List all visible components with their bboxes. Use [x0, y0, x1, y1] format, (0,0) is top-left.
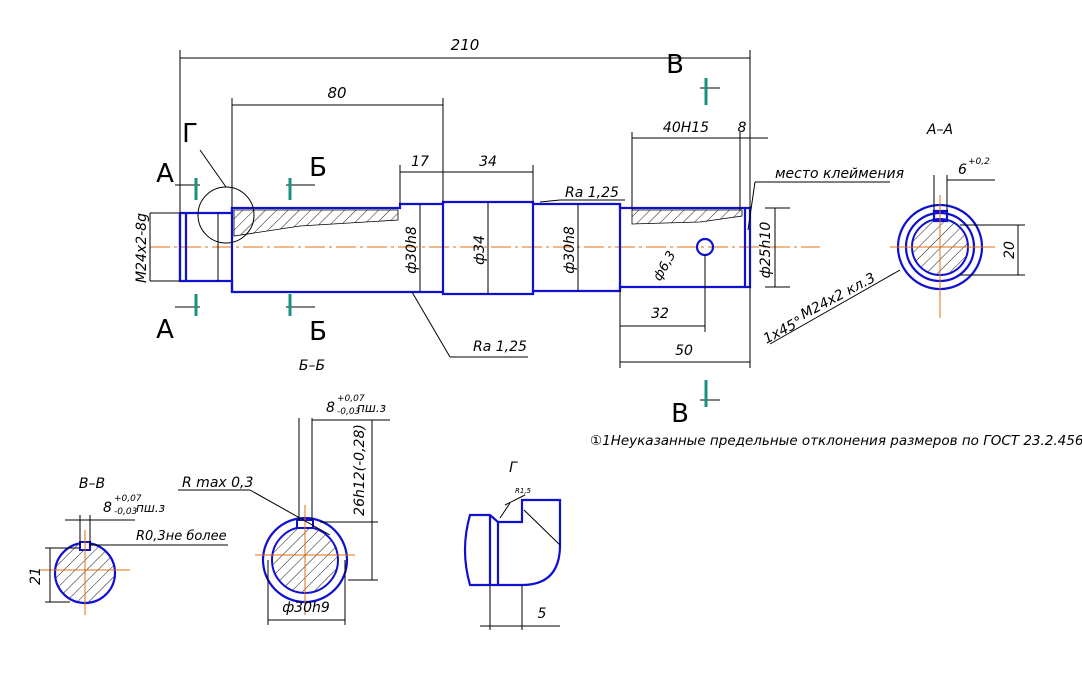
ra-top: Ra 1,25 [565, 185, 619, 201]
label-v-bottom: В [671, 399, 689, 429]
title-g: Г [509, 460, 518, 476]
vv-key-tol-dn: -0,03 [114, 507, 138, 517]
dim-d34: ф34 [472, 235, 488, 265]
section-vv [40, 515, 228, 615]
dim-34: 34 [479, 154, 497, 170]
bb-key-suffix: пш.з [357, 401, 386, 415]
ra-bottom: Ra 1,25 [473, 339, 527, 355]
bb-key-tol-dn: -0,03 [337, 407, 361, 417]
dimension-lines [149, 50, 901, 401]
aa-key: 6 [958, 162, 967, 178]
title-vv: В–В [79, 476, 105, 492]
aa-key-tol: +0,2 [968, 157, 990, 167]
label-g: Г [182, 119, 198, 149]
label-v-top: В [666, 50, 684, 80]
section-bb [178, 418, 390, 625]
bb-key: 8 [326, 400, 335, 416]
detail-g [463, 494, 562, 630]
dim-key8: 8 [738, 120, 747, 136]
dim-chamfer: 1x45° [761, 314, 806, 348]
vv-key-tol-up: +0,07 [114, 494, 142, 504]
title-aa: А–А [926, 122, 953, 138]
bb-key-tol-up: +0,07 [337, 394, 365, 404]
dim-32: 32 [651, 306, 669, 322]
g-5: 5 [538, 606, 547, 622]
vv-key: 8 [103, 500, 112, 516]
section-aa [890, 175, 1025, 318]
g-r15: R1,5 [515, 487, 532, 495]
aa-20: 20 [1002, 241, 1018, 259]
vv-21: 21 [28, 567, 44, 585]
bb-rmax: R max 0,3 [182, 475, 253, 491]
dim-key40: 40H15 [663, 120, 709, 136]
dim-d30h8-a: ф30h8 [404, 226, 420, 274]
dim-overall: 210 [451, 36, 480, 54]
keyway-right-hatch [631, 209, 743, 225]
general-note: ①1Неуказанные предельные отклонения разм… [590, 433, 1082, 449]
keyway-left-hatch [233, 209, 399, 237]
vv-key-suffix: пш.з [136, 501, 165, 515]
dim-17: 17 [411, 154, 429, 170]
dim-d25h10: ф25h10 [758, 222, 774, 279]
dim-80: 80 [327, 84, 346, 102]
label-a-bottom: А [156, 315, 174, 345]
label-a-top: А [156, 159, 174, 189]
bb-dia: ф30h9 [282, 600, 330, 616]
label-b-bottom: Б [309, 317, 327, 347]
dim-thread: M24x2-8g [134, 213, 150, 283]
title-bb: Б–Б [299, 358, 325, 374]
label-b-top: Б [309, 153, 327, 183]
dim-50: 50 [675, 343, 693, 359]
vv-r: R0,3не более [136, 529, 227, 544]
dim-hole: ф6,3 [651, 249, 680, 284]
dim-thread-note: М24х2 кл.3 [798, 270, 878, 323]
bb-depth: 26h12(-0,28) [352, 424, 368, 516]
section-markers [194, 78, 708, 407]
stamp-place: место клеймения [775, 166, 904, 182]
dim-d30h8-b: ф30h8 [562, 226, 578, 274]
